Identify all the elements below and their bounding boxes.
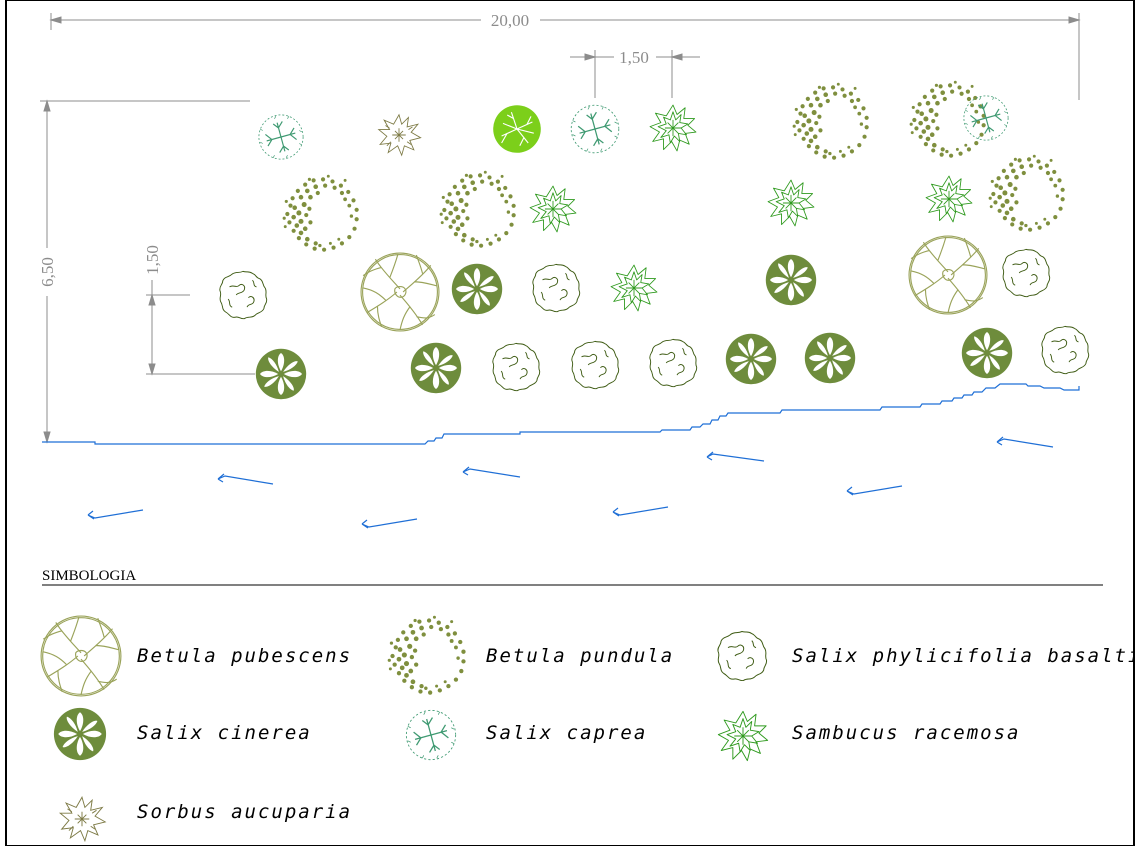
legend-label-betula-pubescens: Betula pubescens [137, 645, 352, 667]
legend-label-betula-pundula: Betula pundula [486, 645, 674, 667]
legend-label-salix-cinerea: Salix cinerea [137, 722, 312, 744]
sambucus-racemosa-symbol [610, 264, 658, 312]
salix-phylicifolia-symbol [219, 270, 268, 320]
legend-label-salix-caprea: Salix caprea [486, 722, 647, 744]
salix-phylicifolia-symbol [571, 340, 620, 390]
legend-salix-phylicifolia-icon [717, 631, 768, 682]
betula-pundula-symbol [282, 174, 359, 252]
salix-cinerea-symbol [410, 342, 462, 394]
height-dimension-label: 6,50 [38, 257, 57, 287]
salix-cinerea-symbol [804, 332, 856, 384]
salix-cinerea-symbol [961, 327, 1013, 379]
betula-pubescens-symbol [360, 252, 440, 332]
salix-phylicifolia-symbol [649, 338, 698, 388]
salix-cinerea-symbol [765, 254, 817, 306]
salix-caprea-symbol [258, 114, 304, 160]
salix-caprea-symbol [963, 95, 1009, 141]
sorbus-aucuparia-symbol [378, 114, 422, 156]
spacing-top-dimension-label: 1,50 [619, 48, 649, 67]
sambucus-racemosa-symbol [649, 104, 697, 152]
salix-phylicifolia-symbol [492, 342, 541, 392]
plant-layout [219, 80, 1090, 400]
salix-phylicifolia-symbol [1002, 248, 1051, 298]
spacing-side-dimension-label: 1,50 [143, 245, 162, 275]
river-edge [42, 383, 1080, 529]
salix-cinerea-symbol [451, 263, 503, 315]
bright-tree-symbol [492, 104, 542, 154]
betula-pundula-symbol [792, 82, 869, 160]
sambucus-racemosa-symbol [767, 179, 815, 227]
salix-cinerea-symbol [255, 348, 307, 400]
legend-betula-pundula-icon [387, 615, 466, 695]
salix-cinerea-symbol [725, 333, 777, 385]
sambucus-racemosa-symbol [925, 175, 973, 223]
legend-betula-pubescens-icon [40, 615, 122, 697]
betula-pundula-symbol [988, 154, 1065, 232]
legend-salix-caprea-icon [405, 709, 457, 761]
sambucus-racemosa-symbol [529, 185, 577, 233]
legend-label-salix-phylicifolia: Salix phylicifolia basaltica [792, 645, 1135, 667]
betula-pundula-symbol [439, 170, 516, 248]
salix-phylicifolia-symbol [1041, 325, 1090, 375]
page-border [5, 0, 1135, 846]
legend-label-sorbus-aucuparia: Sorbus aucuparia [137, 801, 352, 823]
legend-label-sambucus-racemosa: Sambucus racemosa [792, 722, 1020, 744]
width-dimension-label: 20,00 [491, 11, 529, 30]
dimension-lines [40, 13, 1081, 444]
legend-title: SIMBOLOGIA [42, 568, 136, 584]
salix-phylicifolia-symbol [532, 263, 581, 313]
salix-caprea-symbol [570, 104, 620, 154]
betula-pubescens-symbol [908, 235, 988, 315]
legend-sambucus-racemosa-icon [717, 710, 769, 762]
legend-sorbus-aucuparia-icon [59, 796, 106, 842]
legend-salix-cinerea-icon [53, 707, 107, 761]
